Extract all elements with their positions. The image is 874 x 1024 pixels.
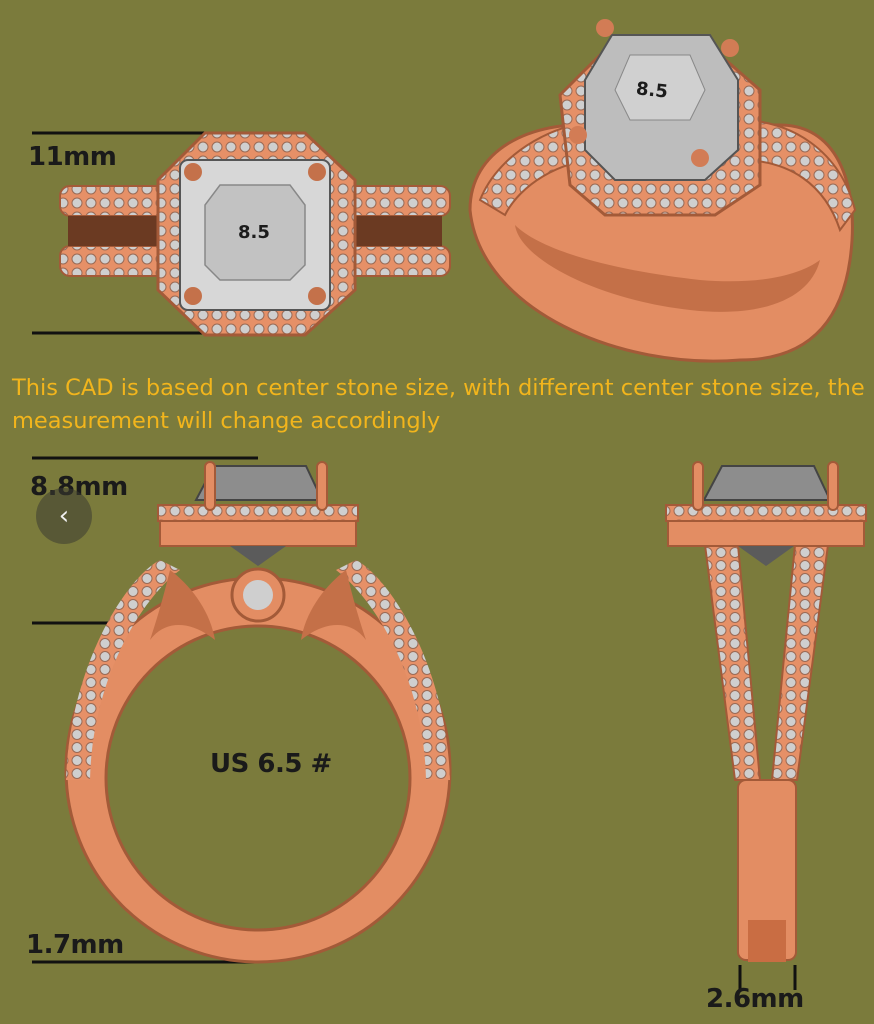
previous-image-button[interactable]: ‹ — [36, 488, 92, 544]
stone-size-angle-label: 8.5 — [634, 78, 669, 103]
head-width-label: 11mm — [28, 142, 117, 172]
shank-thickness-label: 1.7mm — [26, 930, 124, 960]
ring-size-label: US 6.5 # — [210, 749, 332, 779]
stone-size-top-label: 8.5 — [238, 222, 270, 243]
end-view — [665, 461, 867, 990]
shank-width-label: 2.6mm — [706, 984, 804, 1014]
cad-disclaimer-note: This CAD is based on center stone size, … — [12, 375, 865, 434]
angled-view — [468, 19, 857, 363]
side-view — [32, 456, 452, 964]
chevron-left-icon: ‹ — [58, 501, 70, 531]
top-view — [32, 131, 451, 337]
